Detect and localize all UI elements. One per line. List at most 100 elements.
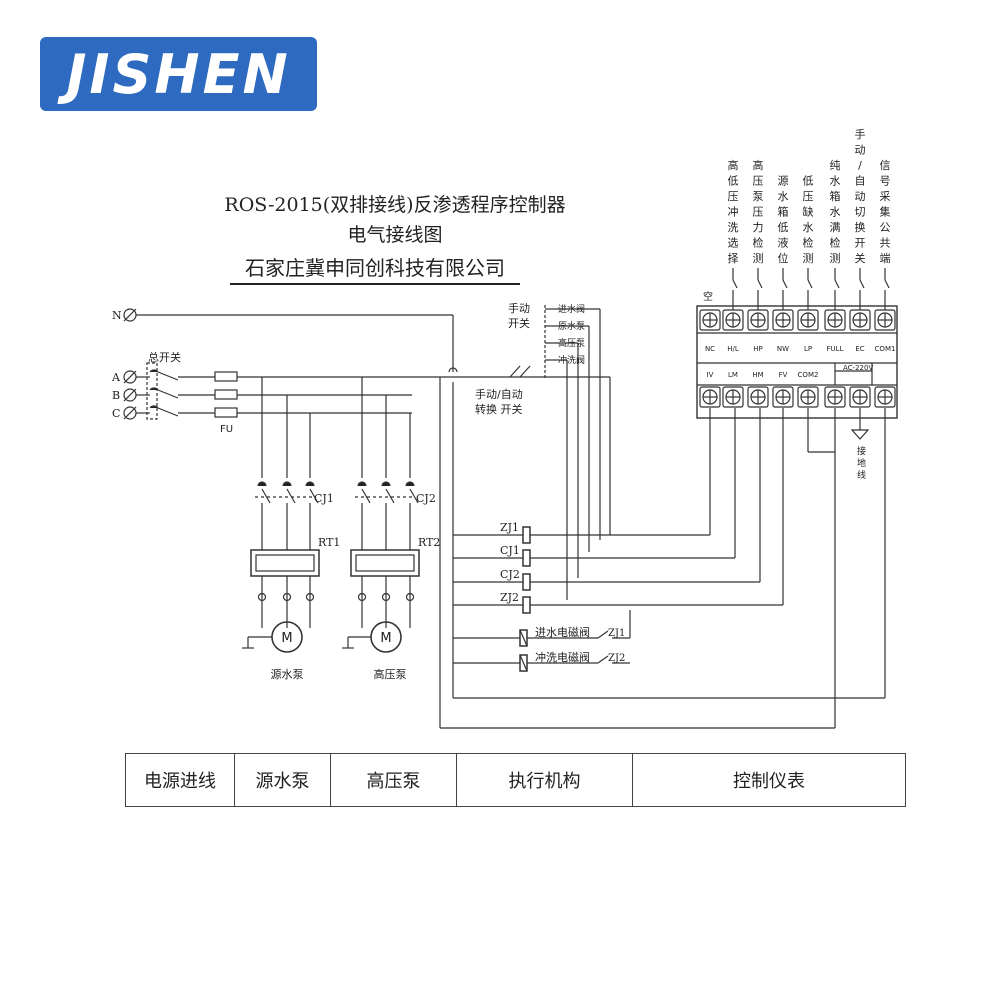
relay-coils [453,526,783,614]
top-terminal-label-5: FULL [827,345,844,353]
phase-a-label: A [111,371,121,384]
svg-text:压: 压 [753,175,764,188]
phase-terminals [123,370,137,420]
svg-text:液: 液 [778,236,789,250]
svg-text:位: 位 [778,251,789,265]
svg-text:压: 压 [728,190,739,203]
flush-valve-relay: ZJ2 [608,653,625,664]
svg-text:动: 动 [855,144,866,157]
svg-text:选: 选 [728,237,739,250]
svg-text:切: 切 [855,206,866,219]
motor1-symbol: M [281,631,292,646]
bottom-terminal-7 [874,386,896,408]
manual-switch-label-2: 开关 [508,316,530,330]
section-legend-table: 电源进线 源水泵 高压泵 执行机构 控制仪表 [125,753,906,807]
svg-text:择: 择 [728,251,739,265]
svg-text:低: 低 [728,175,739,188]
svg-text:开: 开 [855,237,866,250]
cj1-contactor-label: CJ1 [314,492,334,505]
svg-text:自: 自 [855,175,866,188]
svg-text:号: 号 [880,175,891,188]
relay-zj1: ZJ1 [500,521,519,534]
top-terminal-label-7: COM1 [875,345,896,353]
company-logo: JISHEN [40,37,317,111]
svg-text:采: 采 [880,190,891,203]
fuse-label: FU [220,424,233,435]
phase-b-label: B [112,389,120,402]
svg-text:信: 信 [880,159,891,172]
svg-text:手: 手 [855,127,866,141]
svg-text:高: 高 [728,158,739,172]
relay-zj2: ZJ2 [500,591,519,604]
fuses [214,371,238,418]
source-pump-label: 源水泵 [271,667,304,681]
bottom-terminal-1 [722,386,744,408]
top-terminal-label-2: HP [753,345,763,353]
logo-text: JISHEN [66,42,291,106]
svg-text:端: 端 [880,252,891,265]
svg-text:缺: 缺 [803,205,814,219]
svg-text:水: 水 [830,175,841,188]
inlet-valve-relay: ZJ1 [608,628,625,639]
flush-valve-label: 冲洗电磁阀 [535,650,590,664]
svg-text:力: 力 [753,221,764,234]
ground-label-3: 线 [857,469,866,481]
svg-text:纯: 纯 [830,159,841,172]
top-terminal-label-3: NW [777,345,789,353]
bottom-terminal-0 [699,386,721,408]
bottom-terminal-3 [772,386,794,408]
diagram-title: ROS-2015(双排接线)反渗透程序控制器 [224,194,566,216]
top-terminal-label-1: H/L [727,345,739,353]
bottom-terminal-5 [824,386,846,408]
manual-switch-label-1: 手动 [508,301,530,315]
svg-text:水: 水 [830,206,841,219]
ac-220v-label: AC-220V [843,364,873,372]
source-pump-branch [242,377,320,653]
svg-text:高: 高 [753,158,764,172]
controller-block [696,305,898,419]
manual-switch-contacts [509,305,611,600]
svg-text:泵: 泵 [753,190,764,203]
legend-hp-pump: 高压泵 [331,754,457,806]
svg-text:箱: 箱 [778,205,789,219]
phase-c-label: C [112,407,120,420]
main-switch [136,369,179,417]
hp-pump-branch [342,377,420,653]
top-terminal-2 [747,309,769,331]
power-input: N A B C 总开关 [111,308,540,698]
controller-signal-labels: 高低压冲洗选择高压泵压力检测源水箱低液位低压缺水检测纯水箱水满检测手动/自动切换… [728,127,891,310]
svg-text:洗: 洗 [728,221,739,234]
inlet-valve-label: 进水电磁阀 [535,625,590,639]
svg-text:满: 满 [830,221,841,234]
relay-cj2: CJ2 [500,568,520,581]
top-terminal-0 [699,309,721,331]
svg-text:箱: 箱 [830,189,841,203]
main-switch-box [146,362,158,420]
svg-text:冲: 冲 [728,205,739,219]
svg-text:公: 公 [880,221,891,234]
svg-text:源: 源 [778,174,789,188]
hp-pump-label: 高压泵 [374,667,407,681]
n-label: N [112,309,122,322]
top-terminal-3 [772,309,794,331]
legend-source-pump: 源水泵 [235,754,331,806]
bottom-terminal-label-2: HM [752,371,763,379]
svg-text:/: / [858,159,862,172]
top-terminal-4 [797,309,819,331]
legend-control-instrument: 控制仪表 [733,771,805,792]
bottom-terminal-label-0: IV [707,371,714,379]
diagram-subtitle: 电气接线图 [347,224,443,246]
bottom-terminal-4 [797,386,819,408]
svg-text:检: 检 [803,236,814,250]
svg-text:测: 测 [830,252,841,265]
ground-label-2: 地 [857,457,866,469]
bottom-terminal-label-4: COM2 [798,371,819,379]
bottom-terminal-label-3: FV [779,371,788,379]
